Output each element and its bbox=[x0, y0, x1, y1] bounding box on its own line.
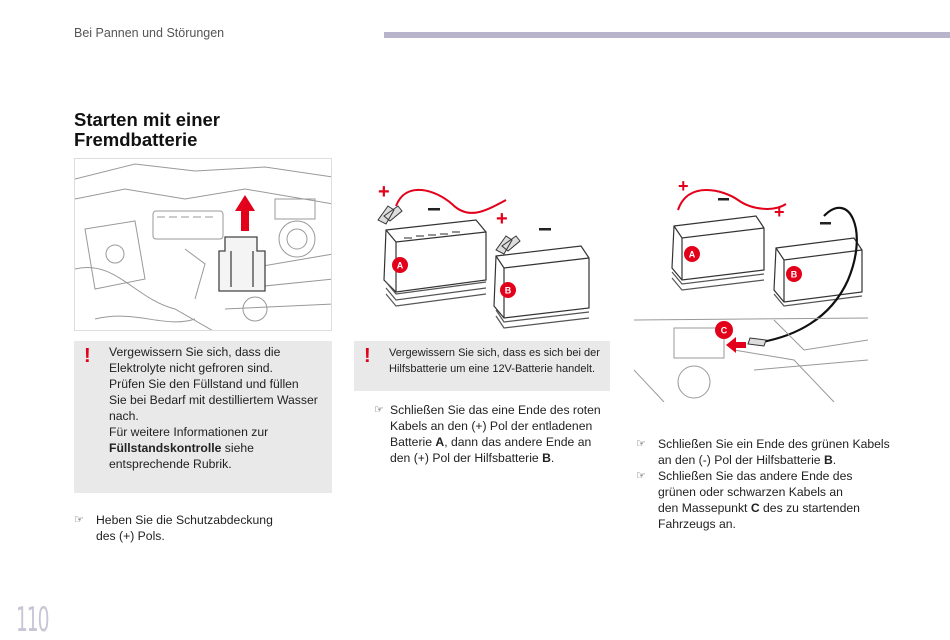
hand-pointer-icon: ☞ bbox=[374, 404, 384, 416]
engine-bay-illustration bbox=[74, 158, 332, 331]
battery-b-label: B bbox=[791, 270, 798, 280]
battery-a-label: A bbox=[397, 261, 404, 271]
battery-b-label: B bbox=[505, 286, 512, 296]
ground-cable-illustration: A B + + C bbox=[634, 170, 868, 402]
hand-pointer-icon: ☞ bbox=[74, 514, 84, 526]
battery-b-badge bbox=[786, 266, 802, 282]
left-arrow-icon bbox=[726, 337, 746, 353]
plus-sign: + bbox=[774, 202, 785, 222]
header-bar bbox=[384, 32, 950, 38]
warning-text: Vergewissern Sie sich, dass die Elektrol… bbox=[109, 345, 318, 471]
warning-icon: ! bbox=[364, 345, 371, 367]
red-cable-illustration: A B + + bbox=[356, 170, 606, 330]
minus-sign bbox=[539, 228, 551, 231]
hand-pointer-icon: ☞ bbox=[636, 470, 646, 482]
page-title: Starten mit einer Fremdbatterie bbox=[74, 109, 220, 150]
minus-sign bbox=[718, 198, 729, 201]
warning-box-12v: ! Vergewissern Sie sich, dass es sich be… bbox=[354, 341, 610, 391]
plus-sign: + bbox=[678, 176, 689, 196]
section-header: Bei Pannen und Störungen bbox=[74, 26, 225, 40]
battery-b-badge bbox=[500, 282, 516, 298]
hand-pointer-icon: ☞ bbox=[636, 438, 646, 450]
up-arrow-icon bbox=[235, 195, 255, 231]
minus-sign bbox=[428, 208, 440, 211]
engine-bay-drawing bbox=[75, 163, 331, 330]
plus-sign: + bbox=[378, 181, 390, 203]
battery-a-badge bbox=[392, 257, 408, 273]
warning-text: Vergewissern Sie sich, dass es sich bei … bbox=[389, 347, 600, 375]
plus-sign: + bbox=[496, 208, 508, 230]
warning-box-electrolyte: ! Vergewissern Sie sich, dass die Elektr… bbox=[74, 341, 332, 493]
battery-a-badge bbox=[684, 246, 700, 262]
ground-c-badge bbox=[715, 321, 733, 339]
page-number: 110 bbox=[16, 600, 49, 640]
warning-icon: ! bbox=[84, 345, 91, 367]
ground-c-label: C bbox=[721, 326, 728, 336]
minus-sign bbox=[820, 222, 831, 225]
battery-a-label: A bbox=[689, 250, 696, 260]
